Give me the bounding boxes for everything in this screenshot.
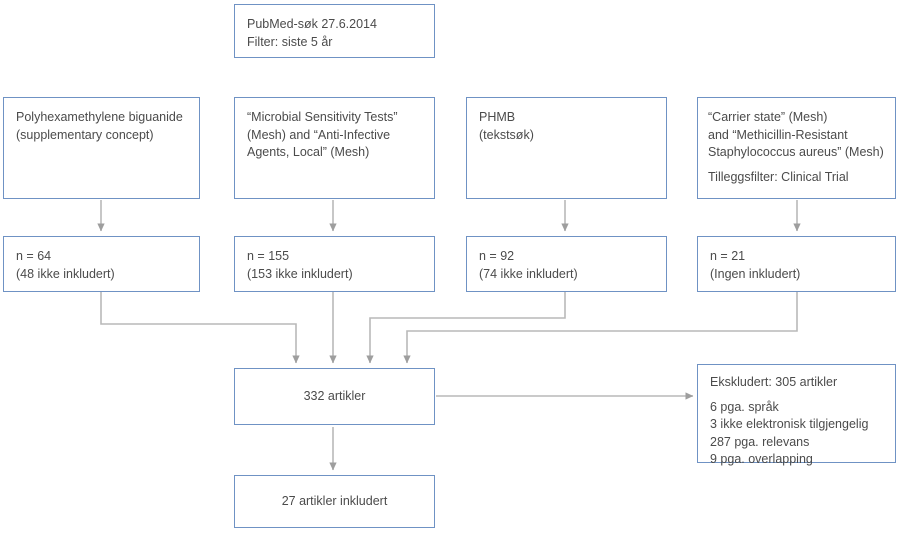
query4-line-3: Staphylococcus aureus” (Mesh) xyxy=(708,145,884,159)
result2-excluded: (153 ikke inkludert) xyxy=(247,266,353,281)
node-excluded-articles: Ekskludert: 305 artikler 6 pga. språk 3 … xyxy=(697,364,896,466)
node-result-query3: n = 92 (74 ikke inkludert) xyxy=(466,236,667,292)
connector-result1-pooled xyxy=(100,292,300,364)
node-query-mesh-sensitivity: “Microbial Sensitivity Tests” (Mesh) and… xyxy=(234,97,435,199)
excluded-reason-1: 6 pga. språk xyxy=(710,399,779,414)
included-label: 27 artikler inkludert xyxy=(281,493,388,508)
result4-excluded: (Ingen inkludert) xyxy=(710,266,801,281)
search-line-2: Filter: siste 5 år xyxy=(247,34,333,49)
query1-line-2: (supplementary concept) xyxy=(16,127,154,142)
search-line-1: PubMed-søk 27.6.2014 xyxy=(247,17,377,31)
result3-excluded: (74 ikke inkludert) xyxy=(479,266,578,281)
excluded-heading: Ekskludert: 305 artikler xyxy=(710,375,838,389)
query1-line-1: Polyhexamethylene biguanide xyxy=(16,110,183,124)
query4-line-1: “Carrier state” (Mesh) xyxy=(708,110,828,124)
query3-line-1: PHMB xyxy=(479,110,516,124)
node-query-phmb-concept: Polyhexamethylene biguanide (supplementa… xyxy=(3,97,200,199)
query2-line-1: “Microbial Sensitivity Tests” xyxy=(247,110,398,124)
node-query-phmb-text: PHMB (tekstsøk) xyxy=(466,97,667,199)
node-result-query4: n = 21 (Ingen inkludert) xyxy=(697,236,896,292)
excluded-reason-3: 287 pga. relevans xyxy=(710,434,810,449)
pooled-label: 332 artikler xyxy=(303,388,366,403)
query4-extra-filter: Tilleggsfilter: Clinical Trial xyxy=(708,169,849,184)
node-included-articles: 27 artikler inkludert xyxy=(234,475,435,528)
node-pooled-articles: 332 artikler xyxy=(234,368,435,425)
result1-excluded: (48 ikke inkludert) xyxy=(16,266,115,281)
result3-count: n = 92 xyxy=(479,249,515,263)
result2-count: n = 155 xyxy=(247,249,290,263)
node-result-query2: n = 155 (153 ikke inkludert) xyxy=(234,236,435,292)
connector-result3-pooled xyxy=(366,292,566,364)
excluded-reason-4: 9 pga. overlapping xyxy=(710,452,813,466)
node-result-query1: n = 64 (48 ikke inkludert) xyxy=(3,236,200,292)
result1-count: n = 64 xyxy=(16,249,52,263)
node-query-carrier-mrsa: “Carrier state” (Mesh) and “Methicillin-… xyxy=(697,97,896,199)
query3-line-2: (tekstsøk) xyxy=(479,127,534,142)
query2-line-2: (Mesh) and “Anti-Infective xyxy=(247,127,391,142)
connector-result4-pooled xyxy=(403,292,798,364)
query2-line-3: Agents, Local” (Mesh) xyxy=(247,145,370,159)
query4-line-2: and “Methicillin-Resistant xyxy=(708,127,848,142)
excluded-reason-2: 3 ikke elektronisk tilgjengelig xyxy=(710,417,869,431)
node-pubmed-search: PubMed-søk 27.6.2014 Filter: siste 5 år xyxy=(234,4,435,58)
result4-count: n = 21 xyxy=(710,249,746,263)
